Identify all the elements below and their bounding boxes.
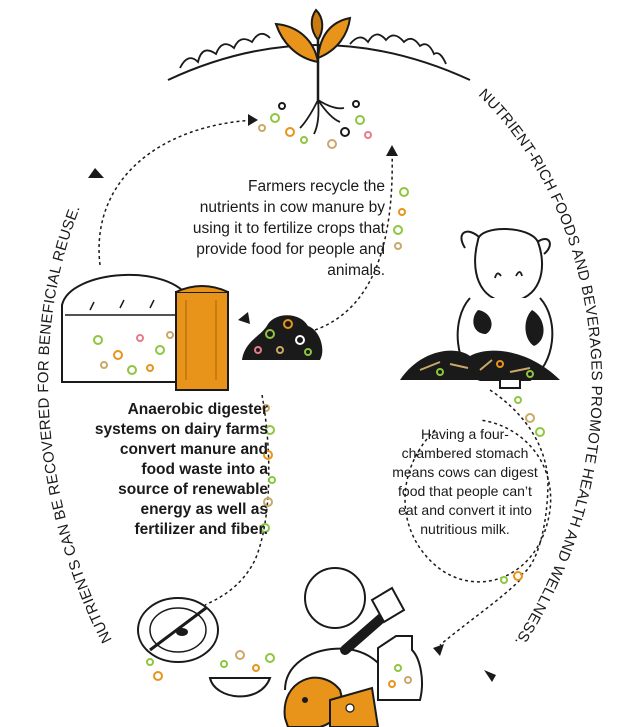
cycle-arrows <box>98 119 552 646</box>
digester-icon <box>61 273 229 391</box>
milk-jug-icon <box>377 635 423 701</box>
person-icon <box>284 567 391 691</box>
manure-pile-icon <box>242 315 323 360</box>
plant-icon <box>258 8 372 149</box>
cow-stomach-caption: Having a four-chambered stomach means co… <box>392 426 538 537</box>
nutrient-dots <box>260 187 545 584</box>
bowl-icon <box>208 650 275 698</box>
farmers-caption: Farmers recycle the nutrients in cow man… <box>192 178 385 279</box>
bread-icon <box>283 676 343 727</box>
cow-icon <box>456 228 554 389</box>
plate-icon <box>137 597 219 681</box>
arrowheads <box>88 114 496 682</box>
milk-glass-icon <box>370 586 406 624</box>
feed-pile-icon <box>400 350 560 380</box>
cheese-icon <box>329 686 380 727</box>
digester-caption: Anaerobic digester systems on dairy farm… <box>94 401 268 538</box>
